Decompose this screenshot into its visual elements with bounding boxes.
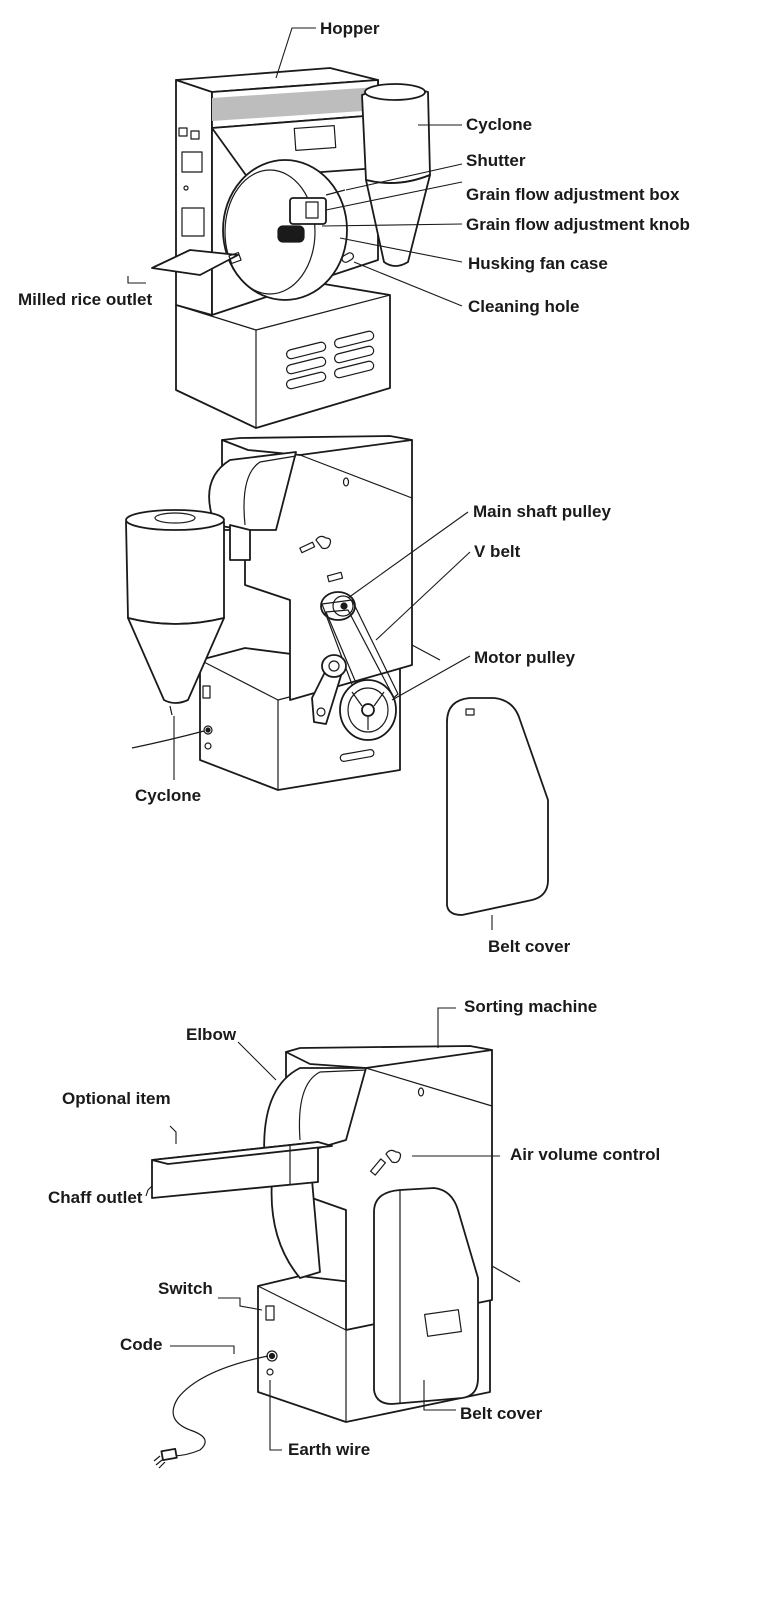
label-milled-rice-outlet: Milled rice outlet — [18, 290, 152, 309]
label-shutter: Shutter — [466, 151, 526, 170]
label-hopper: Hopper — [320, 19, 380, 38]
view-side-machine — [151, 1045, 521, 1469]
label-cyclone-1: Cyclone — [466, 115, 532, 134]
cyclone-unit-2 — [125, 509, 251, 716]
view-front-machine — [151, 67, 431, 429]
label-air-volume-control: Air volume control — [510, 1145, 660, 1164]
label-v-belt: V belt — [474, 542, 521, 561]
labels-view-2: Main shaft pulley V belt Motor pulley Cy… — [135, 502, 611, 956]
cleaning-hole — [341, 252, 355, 263]
shutter — [325, 189, 346, 196]
label-elbow: Elbow — [186, 1025, 237, 1044]
labels-view-1: Hopper Cyclone Shutter Grain flow adjust… — [18, 19, 690, 316]
grain-flow-box — [289, 197, 327, 225]
label-sorting-machine: Sorting machine — [464, 997, 597, 1016]
label-switch: Switch — [158, 1279, 213, 1298]
label-cyclone-2: Cyclone — [135, 786, 201, 805]
label-grain-flow-box: Grain flow adjustment box — [466, 185, 680, 204]
label-belt-cover-3: Belt cover — [460, 1404, 543, 1423]
view-rear-machine — [125, 435, 549, 916]
milled-rice-chute — [151, 249, 239, 276]
hopper — [175, 67, 379, 179]
side-panel — [175, 79, 213, 316]
label-grain-flow-knob: Grain flow adjustment knob — [466, 215, 690, 234]
label-chaff-outlet: Chaff outlet — [48, 1188, 143, 1207]
label-motor-pulley: Motor pulley — [474, 648, 576, 667]
belt-cover-2 — [446, 697, 549, 916]
label-cleaning-hole: Cleaning hole — [468, 297, 579, 316]
label-earth-wire: Earth wire — [288, 1440, 370, 1459]
label-main-shaft-pulley: Main shaft pulley — [473, 502, 611, 521]
cyclone-unit — [361, 83, 431, 267]
labels-view-3: Sorting machine Elbow Optional item Air … — [48, 997, 660, 1459]
power-cord-2 — [131, 730, 205, 749]
pulley-system — [311, 591, 399, 741]
belt-cover-3 — [373, 1187, 479, 1405]
label-belt-cover-2: Belt cover — [488, 937, 571, 956]
vent-slots — [285, 330, 375, 390]
label-optional-item: Optional item — [62, 1089, 171, 1108]
label-code: Code — [120, 1335, 163, 1354]
grain-flow-knob — [277, 225, 305, 243]
switch — [265, 1305, 275, 1321]
label-husking-fan-case: Husking fan case — [468, 254, 608, 273]
power-cord-3 — [171, 1355, 269, 1457]
